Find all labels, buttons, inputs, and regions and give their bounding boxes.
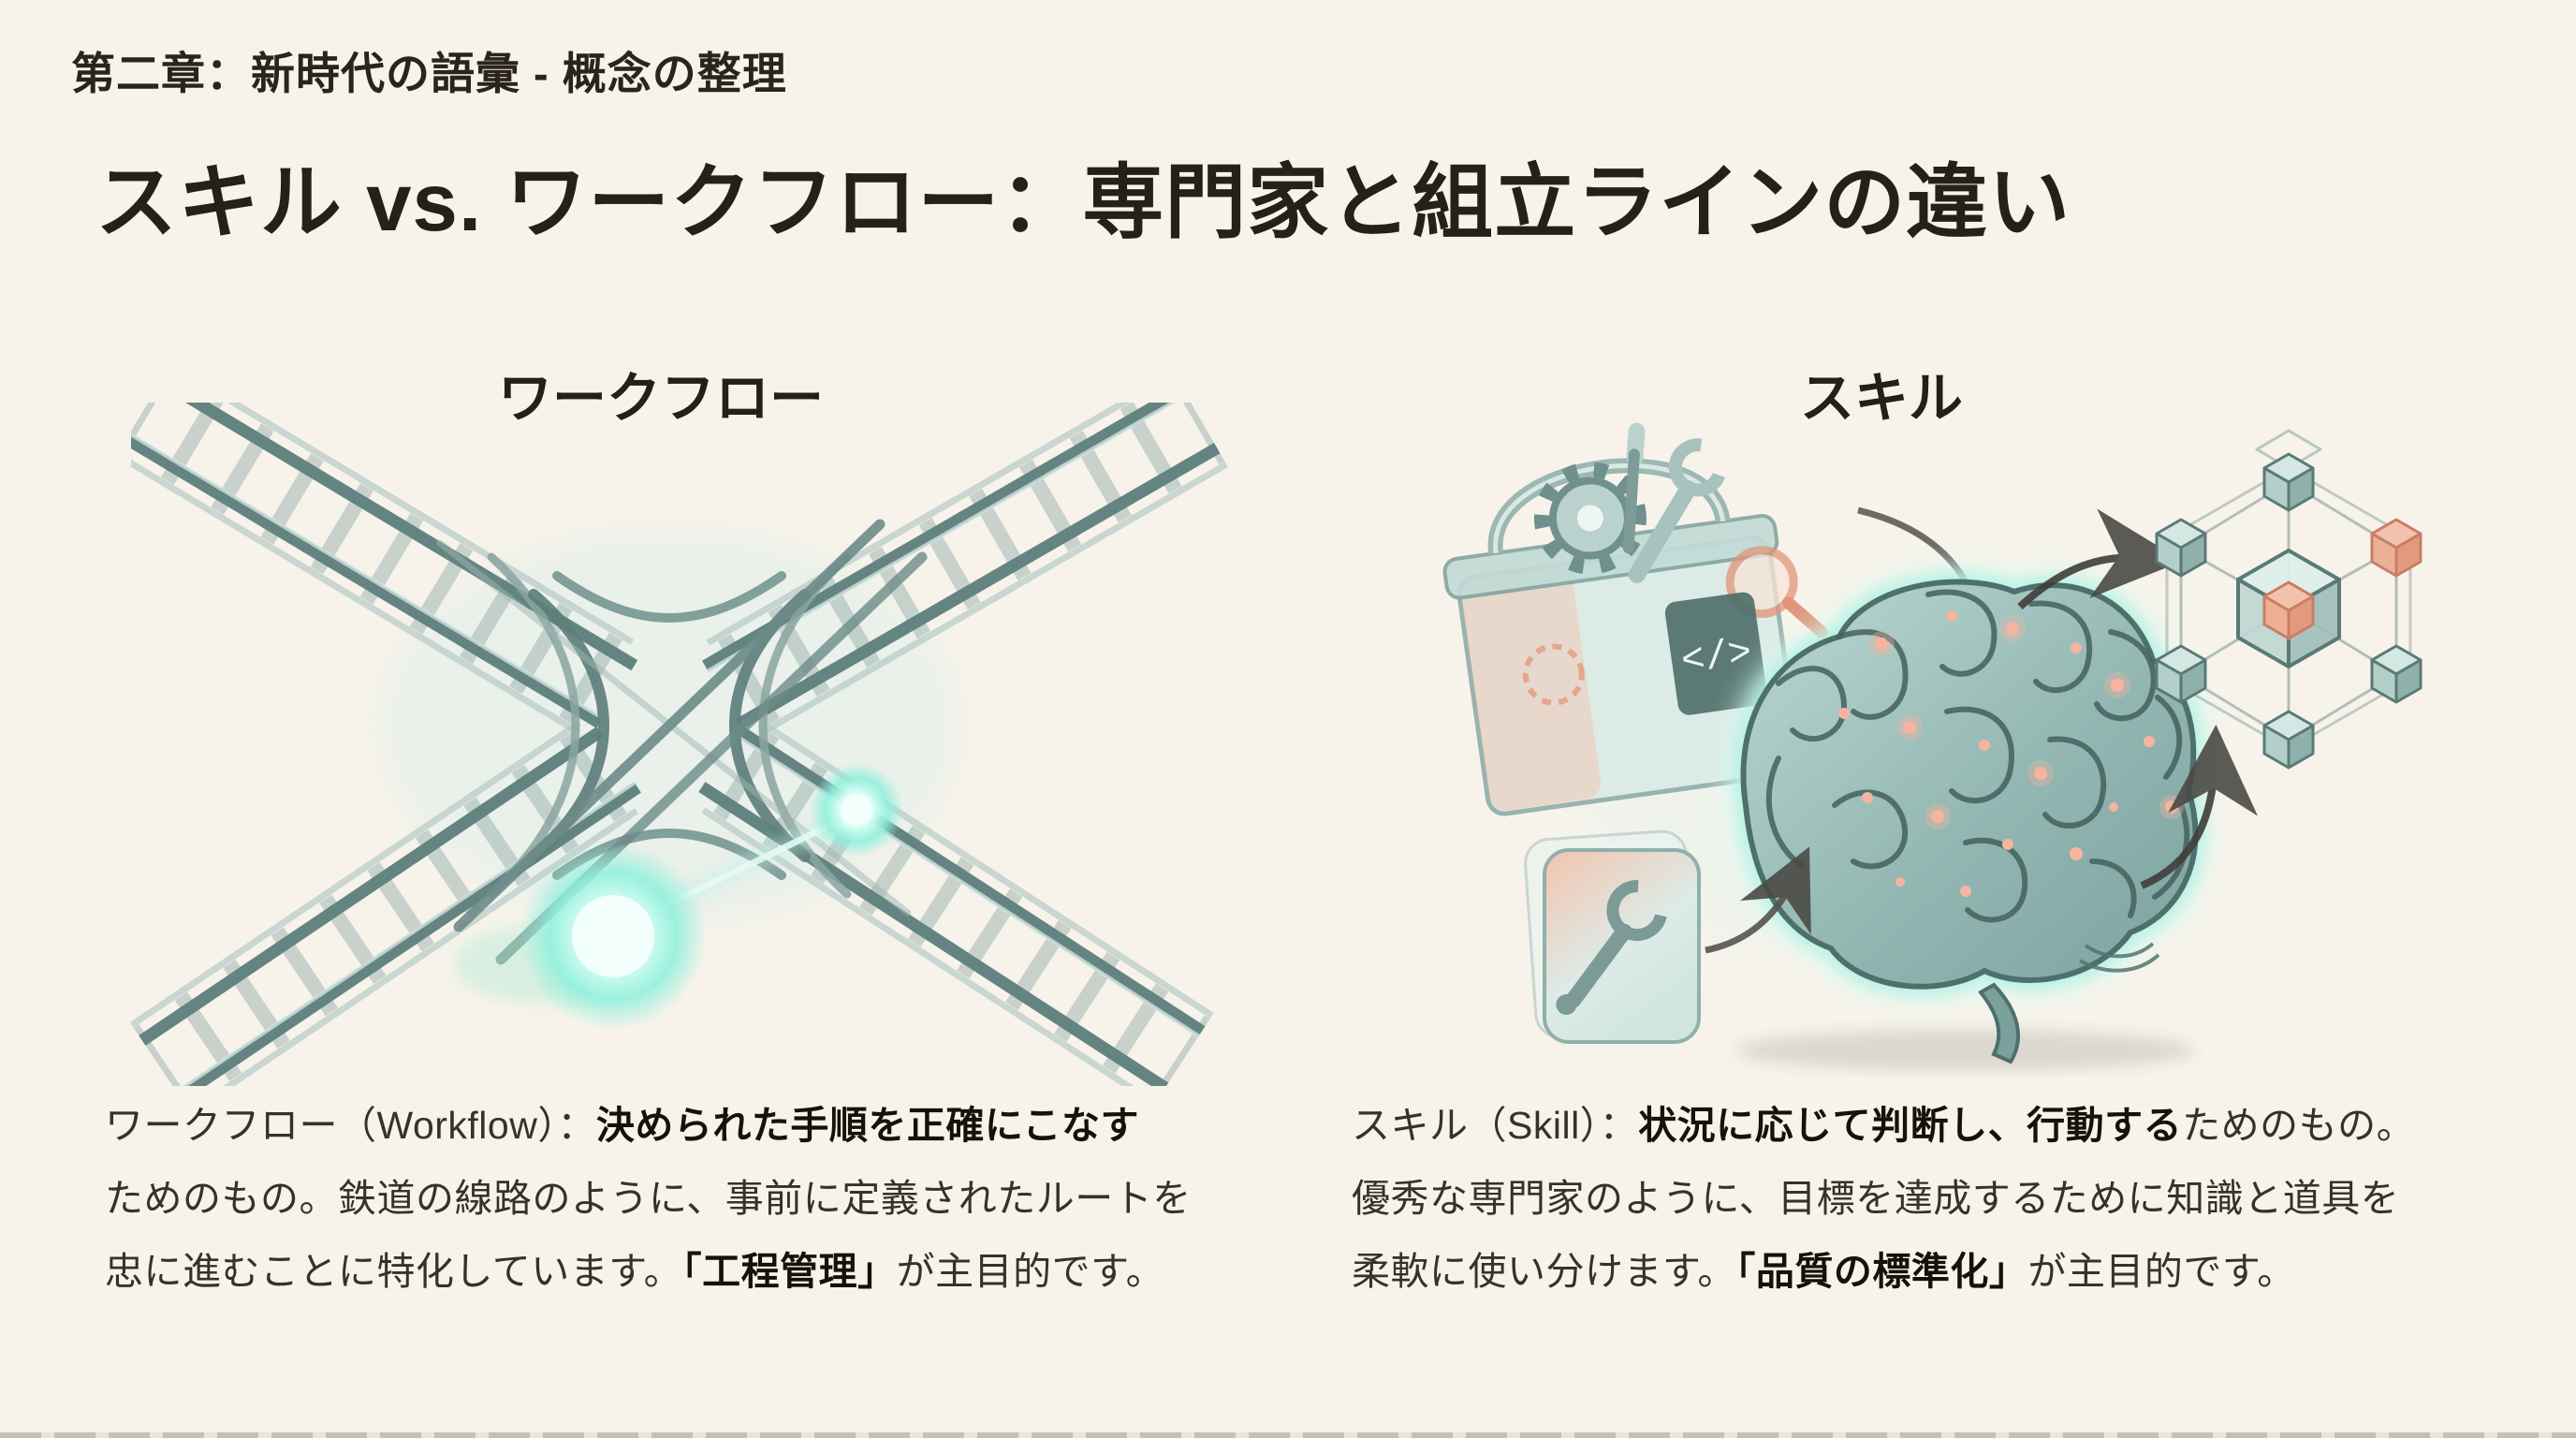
sketch-gear-icon — [1522, 643, 1585, 706]
satellite-cube-s — [2262, 710, 2315, 770]
satellite-cube-sw — [2155, 644, 2207, 704]
arrow-brain-to-structure-upper — [2017, 508, 2183, 609]
satellite-cube-ne-salmon — [2370, 518, 2422, 578]
satellite-cube-nw — [2155, 518, 2207, 578]
toolbox-brain-structure-illustration: </> — [1442, 422, 2422, 1071]
page-title: スキル vs. ワークフロー：専門家と組立ラインの違い — [95, 157, 2071, 248]
brain-folds — [1765, 589, 2190, 923]
satellite-cube-se — [2370, 644, 2422, 704]
arrow-brain-to-structure-lower — [2140, 725, 2259, 889]
screwdriver-icon — [1622, 422, 1646, 554]
arrow-badge-to-brain — [1705, 846, 1811, 954]
badge-wrench-icon — [1556, 880, 1668, 1016]
satellite-cube-n — [2262, 452, 2315, 512]
wrench-icon — [1628, 438, 1727, 583]
glow-orb-large-core — [572, 895, 654, 977]
workflow-label: ワークフロー — [497, 368, 824, 429]
inner-salmon-cube — [2262, 580, 2315, 640]
glow-orb-small-core — [841, 794, 872, 826]
cerebellum-ridges — [2079, 942, 2160, 973]
cube-lattice-icon — [2155, 429, 2422, 770]
code-glyph: </> — [1678, 630, 1755, 684]
page-kicker: 第二章：新時代の語彙 - 概念の整理 — [71, 49, 787, 98]
skill-caption: スキル（Skill）：状況に応じて判断し、行動するためのもの。優秀な専門家のよう… — [1352, 1104, 2416, 1293]
wrench-badge-icon — [1524, 829, 1701, 1044]
brain-stem — [1977, 982, 2020, 1064]
bottom-edge-strip — [0, 1432, 2576, 1438]
code-panel: </> — [1664, 592, 1767, 715]
synapse-glows — [1868, 616, 2184, 829]
brain-shadow — [1736, 1030, 2195, 1071]
skill-label: スキル — [1799, 368, 1963, 429]
railroad-crossing-illustration — [131, 403, 1228, 1086]
brain-icon — [1725, 564, 2214, 1064]
workflow-caption: ワークフロー（Workflow）：決められた手順を正確にこなすためのもの。鉄道の… — [105, 1104, 1192, 1293]
